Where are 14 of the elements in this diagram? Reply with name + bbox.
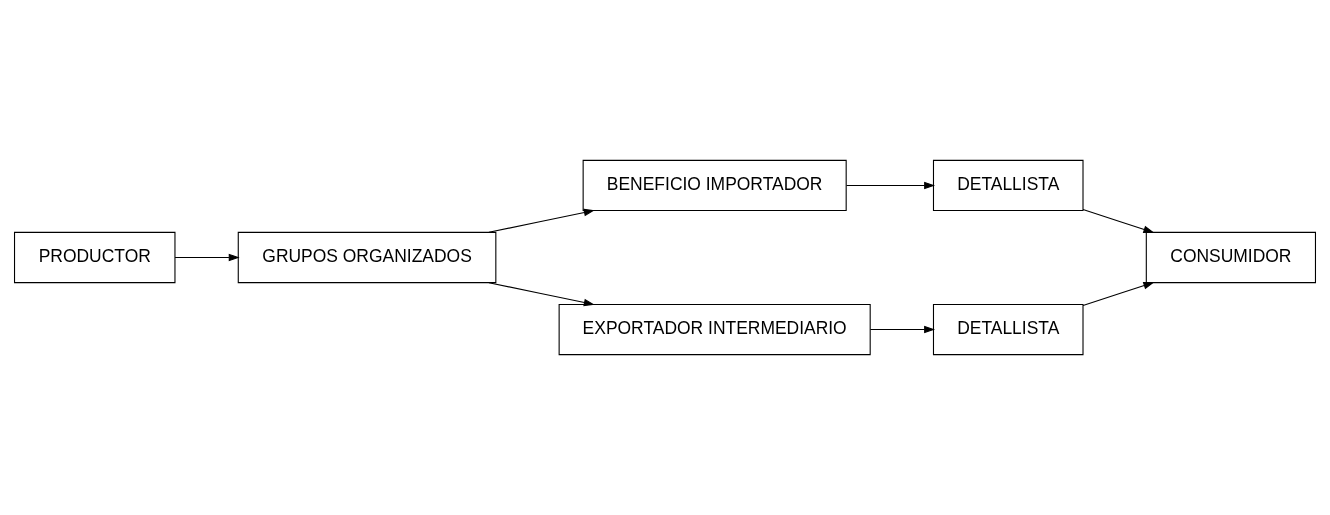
arrow	[1082, 281, 1155, 306]
arrow	[869, 325, 936, 334]
node-box: EXPORTADOR INTERMEDIARIO	[558, 303, 871, 356]
arrow	[488, 208, 595, 233]
arrow	[174, 253, 240, 262]
node-box: PRODUCTOR	[14, 231, 176, 284]
arrow	[1082, 209, 1155, 234]
node-box: GRUPOS ORGANIZADOS	[237, 231, 497, 284]
arrow	[488, 282, 595, 307]
node-box: CONSUMIDOR	[1145, 231, 1316, 284]
node-box: BENEFICIO IMPORTADOR	[582, 159, 847, 212]
node-box: DETALLISTA	[932, 159, 1084, 212]
node-box: DETALLISTA	[932, 303, 1084, 356]
arrow	[846, 181, 936, 190]
